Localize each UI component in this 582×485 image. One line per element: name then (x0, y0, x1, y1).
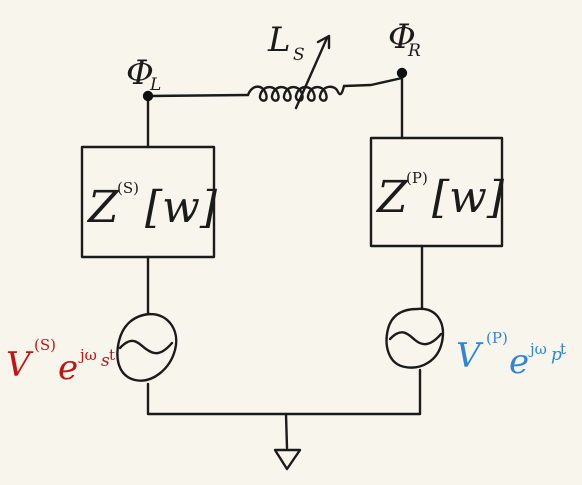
right-source-superscript: (P) (486, 329, 508, 347)
right-source-exp-power: jω (528, 340, 547, 358)
left-bottom-wire (146, 368, 422, 416)
right-impedance-argument: [w] (432, 172, 505, 223)
right-source-sine (388, 331, 443, 346)
right-impedance-superscript: (P) (406, 169, 428, 187)
phi-left-main: Φ (126, 53, 154, 93)
phi-left-label: Φ L (126, 53, 161, 95)
right-source-label: V (P) e jω p t (456, 329, 566, 382)
ground-drop-wire (284, 412, 289, 450)
right-source-exp-t: t (560, 340, 566, 358)
left-source-sine (118, 339, 174, 355)
left-source-exp-base: e (58, 348, 78, 388)
left-voltage-source (116, 312, 178, 382)
phi-right-sub: R (407, 41, 421, 61)
left-source-symbol: V (6, 345, 34, 385)
inductor-to-right-wire (342, 76, 404, 88)
left-source-exp-sub: s (101, 351, 110, 371)
left-source-label: V (S) e jω s t (6, 336, 115, 388)
right-impedance-box (369, 136, 504, 248)
inductor-arrow-head (316, 34, 331, 50)
right-source-outline (385, 307, 445, 369)
right-node-dot (396, 67, 408, 79)
phi-right-label: Φ R (388, 17, 421, 61)
left-to-inductor-wire (146, 93, 250, 98)
inductor-label: L S (267, 20, 305, 65)
left-impedance-symbol: Z (86, 182, 120, 233)
inductor-label-main: L (267, 20, 291, 60)
right-source-exp-base: e (509, 342, 529, 382)
right-source-exp-sub: p (551, 345, 562, 365)
left-impedance-superscript: (S) (117, 179, 139, 197)
right-voltage-source (385, 307, 445, 369)
left-source-outline (116, 312, 178, 382)
phi-right-main: Φ (388, 17, 416, 57)
inductor-label-sub: S (293, 45, 305, 65)
variable-inductor (246, 34, 346, 110)
left-source-exp-t: t (109, 346, 115, 364)
left-impedance-label: Z (S) [w] (86, 179, 218, 233)
left-impedance-argument: [w] (145, 182, 218, 233)
left-impedance-box (80, 145, 216, 259)
right-impedance-label: Z (P) [w] (375, 169, 505, 223)
inductor-coils (246, 84, 346, 102)
phi-left-sub: L (149, 75, 161, 95)
ground-symbol (273, 448, 302, 471)
left-source-superscript: (S) (34, 336, 56, 354)
right-source-symbol: V (456, 336, 484, 376)
left-source-exp-power: jω (78, 346, 97, 364)
wiring (146, 71, 424, 471)
left-node-dot (142, 90, 154, 102)
inductor-arrow-line (294, 36, 329, 110)
right-impedance-symbol: Z (375, 172, 409, 223)
